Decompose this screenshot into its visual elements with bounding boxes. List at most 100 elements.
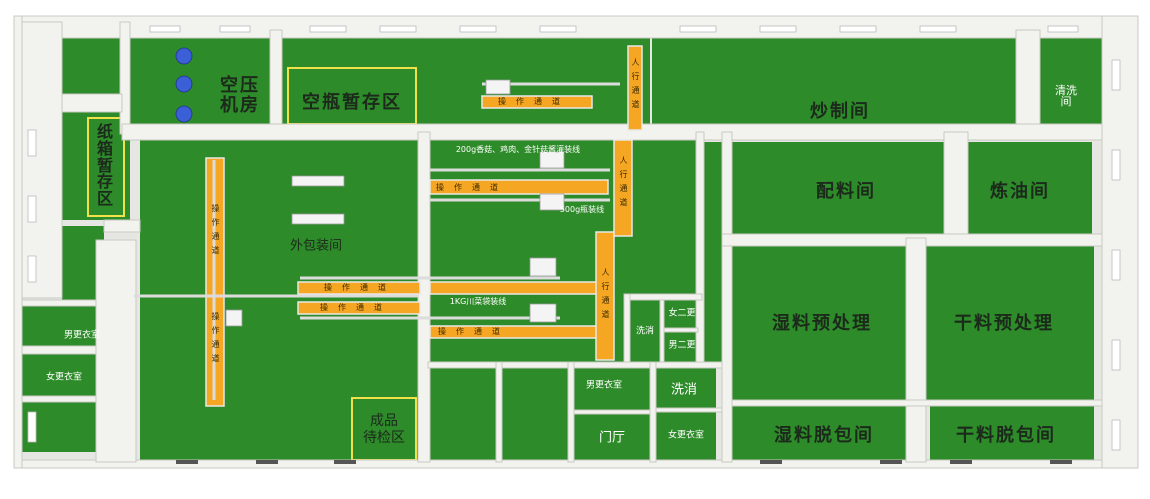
doors: [176, 460, 1072, 464]
wall-v-mid3: [721, 131, 733, 463]
wash-bottom-floor: [656, 368, 716, 408]
room-label-wet-unpacking: 湿料脱包间: [774, 425, 874, 446]
compressor-room-floor: [128, 38, 270, 124]
wall-v-small2: [659, 299, 665, 363]
wall-v-l-strip: [21, 21, 63, 299]
wet-pretreatment-floor: [730, 246, 906, 400]
women-changing-bottom-floor: [656, 412, 716, 460]
cleaning-room-floor: [1040, 38, 1102, 124]
room-label-frying: 炒制间: [810, 101, 870, 122]
room-label-women-changing-left: 女更衣室: [45, 372, 83, 383]
window: [309, 25, 347, 33]
second-change-women-floor: [664, 300, 698, 328]
wall-left: [13, 15, 23, 469]
compressor: [175, 105, 193, 123]
room-label-men-changing-left: 男更衣室: [63, 330, 101, 341]
walkway-label-storage: 操作通道: [498, 97, 570, 106]
machine: [485, 79, 511, 95]
window: [379, 25, 417, 33]
outer-packing-floor: [140, 140, 418, 460]
walkway-label-pedestrian-mid: 人行通道: [619, 156, 628, 212]
machine: [225, 309, 243, 327]
door: [950, 460, 972, 464]
window: [1047, 25, 1079, 33]
window: [27, 411, 37, 443]
window: [1111, 419, 1121, 451]
room-label-dry-unpacking: 干料脱包间: [956, 425, 1056, 446]
walkway-label-pedestrian-top: 人行通道: [631, 58, 640, 114]
wall-h-main: [121, 123, 1103, 141]
window: [839, 25, 877, 33]
room-label-outer-packing: 外包装间: [289, 238, 343, 254]
frying-room-floor: [652, 38, 1016, 126]
wall-v-left: [95, 239, 137, 463]
room-label-women-changing-bottom: 女更衣室: [667, 430, 705, 441]
window: [539, 25, 577, 33]
window: [759, 25, 797, 33]
compressors: [175, 47, 193, 123]
room-label-carton: 纸 箱 暂 存 区: [96, 122, 116, 209]
room-label-batching: 配料间: [816, 181, 876, 202]
men-changing-bottom-floor: [574, 368, 650, 410]
wall-h-left: [103, 219, 141, 233]
window: [1111, 249, 1121, 281]
wet-unpacking-floor: [730, 406, 914, 462]
oil-room-floor: [968, 142, 1092, 234]
wall-v2: [269, 29, 283, 131]
machine: [291, 175, 345, 187]
walkway-mid-upper: [429, 281, 607, 295]
room-label-second-change-women: 女二更: [668, 308, 696, 319]
dry-unpacking-floor: [930, 406, 1094, 462]
machine: [291, 213, 345, 225]
room-label-dry-pretreatment: 干料预处理: [954, 313, 1054, 334]
compressor: [175, 75, 193, 93]
walkway-label-left-lower: 操作通道: [211, 312, 220, 368]
wash-small-floor: [630, 300, 660, 360]
wall-h-right-low: [731, 399, 1103, 407]
second-change-men-floor: [664, 332, 698, 360]
wall-h-l1: [21, 345, 97, 355]
room-label-finished-inspection: 成品 待检区: [363, 413, 405, 446]
walkway-label-pedestrian-lower: 人行通道: [601, 268, 610, 324]
room-label-wash-small: 洗消: [635, 326, 655, 337]
door: [256, 460, 278, 464]
window: [1111, 59, 1121, 91]
wall-v-mid4: [943, 131, 969, 239]
walkway-label-lower-h: 操作通道: [320, 303, 392, 312]
door: [760, 460, 782, 464]
walkway-pedestrian-mid: [613, 139, 633, 237]
wall-h-bottom: [427, 361, 723, 369]
wall-h-b1: [573, 409, 651, 415]
top-left-small-floor: [56, 38, 122, 94]
machine: [529, 257, 557, 277]
window: [459, 25, 497, 33]
line-label-1kg: 1KG川菜袋装线: [449, 297, 507, 306]
walkway-label-top-h: 操作通道: [436, 183, 508, 192]
bottle-storage-floor: [282, 38, 650, 126]
compressor: [175, 47, 193, 65]
door: [1050, 460, 1072, 464]
men-changing-left-floor: [20, 306, 96, 346]
machine: [529, 303, 557, 323]
room-label-wash-bottom: 洗消: [670, 382, 698, 398]
walkway-label-left-upper: 操作通道: [211, 204, 220, 260]
carton-storage-floor: [62, 112, 130, 220]
window: [679, 25, 717, 33]
door: [880, 460, 902, 464]
wall-v-b1: [495, 361, 503, 463]
machines: [225, 79, 565, 327]
walkway-top-h: [429, 179, 609, 195]
line-label-500g: 500g瓶装线: [559, 205, 605, 214]
room-label-cleaning: 清洗 间: [1055, 84, 1077, 108]
wall-h-small: [625, 293, 703, 301]
window: [219, 25, 251, 33]
machine: [539, 151, 565, 169]
window: [27, 195, 37, 223]
wall-h-small2: [663, 327, 699, 333]
lobby-floor: [574, 414, 650, 460]
window: [149, 25, 181, 33]
walkway-lower-h: [297, 301, 421, 315]
wall-right: [1101, 15, 1139, 469]
